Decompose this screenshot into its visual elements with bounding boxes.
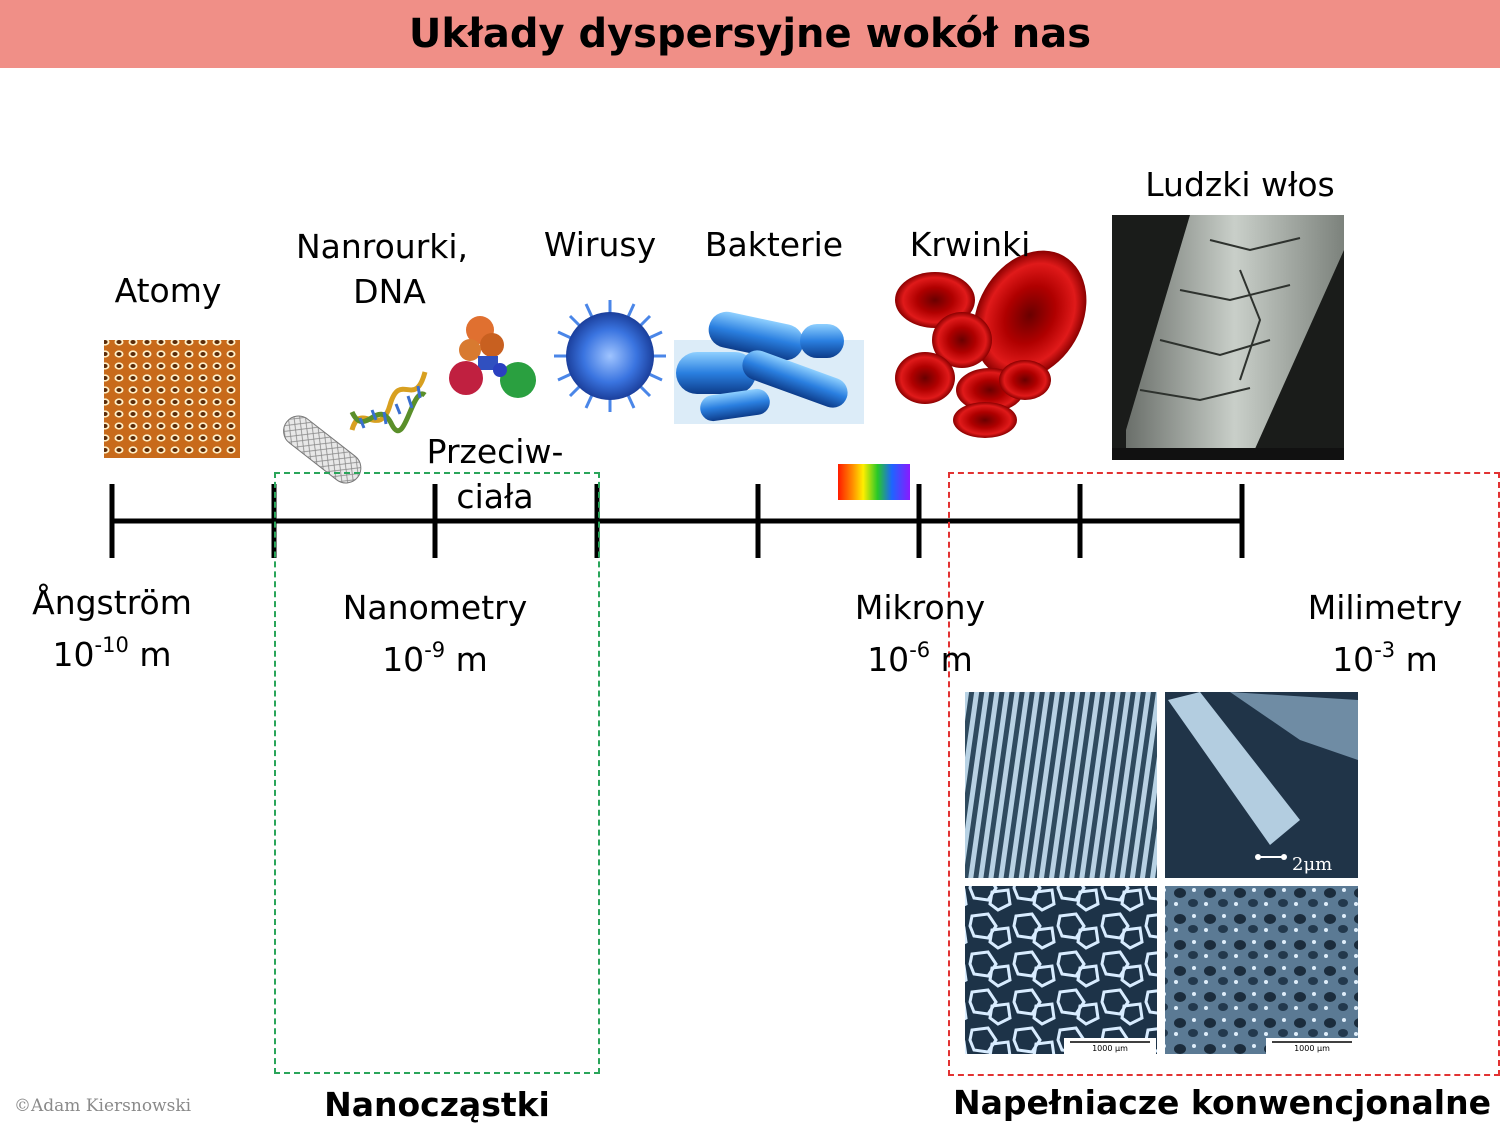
scale-value-milimetry: 10-3 m [1332, 638, 1438, 679]
micrograph-fiber-bundle: 2μm [1165, 692, 1358, 878]
scale-value-angstrom: 10-10 m [52, 633, 172, 674]
scale-name-angstrom: Ångström [32, 583, 192, 622]
dna-image [349, 371, 428, 434]
label-przeciwciala-2: ciała [456, 477, 534, 516]
micrograph-porous: 1000 μm [1165, 886, 1358, 1054]
group-label-conventional: Napełniacze konwencjonalne [953, 1083, 1491, 1122]
scale-axis [109, 484, 1245, 558]
label-ludzki-wlos: Ludzki włos [1145, 165, 1335, 204]
copyright-text: ©Adam Kiersnowski [14, 1096, 192, 1116]
label-atomy: Atomy [114, 271, 222, 310]
scale-value-mikrony: 10-6 m [867, 638, 973, 679]
human-hair-image [1112, 215, 1344, 460]
scale-name-milimetry: Milimetry [1307, 588, 1463, 627]
blood-cells-image [895, 250, 1087, 438]
micrograph-foam: 1000 μm [965, 886, 1157, 1054]
micrograph-grid: 2μm 1000 μm 1000 μm [965, 692, 1358, 1054]
title-bar [0, 0, 1500, 68]
label-przeciwciala-1: Przeciw- [426, 432, 564, 471]
visible-light-spectrum [838, 464, 910, 500]
scale-2um: 2μm [1292, 854, 1332, 875]
atoms-image [104, 340, 240, 458]
scale-1000um-b: 1000 μm [1294, 1044, 1330, 1053]
micrograph-fibers [965, 692, 1157, 878]
label-nanorurki: Nanrourki, [295, 227, 469, 266]
virus-image [554, 300, 666, 412]
conventional-fillers-box [948, 472, 1500, 1076]
scale-name-mikrony: Mikrony [854, 588, 986, 627]
scale-value-nanometry: 10-9 m [382, 638, 488, 679]
scale-1000um-a: 1000 μm [1092, 1044, 1128, 1053]
label-wirusy: Wirusy [543, 225, 657, 264]
scale-name-nanometry: Nanometry [342, 588, 528, 627]
antibody-image [449, 316, 536, 398]
nanotube-image [283, 415, 362, 484]
label-dna: DNA [353, 272, 426, 311]
label-krwinki: Krwinki [909, 225, 1031, 264]
page-title: Układy dyspersyjne wokół nas [408, 11, 1092, 57]
nanoparticles-box [274, 472, 600, 1074]
bacteria-image [674, 311, 864, 424]
group-label-nano: Nanocząstki [324, 1085, 550, 1124]
label-bakterie: Bakterie [704, 225, 844, 264]
